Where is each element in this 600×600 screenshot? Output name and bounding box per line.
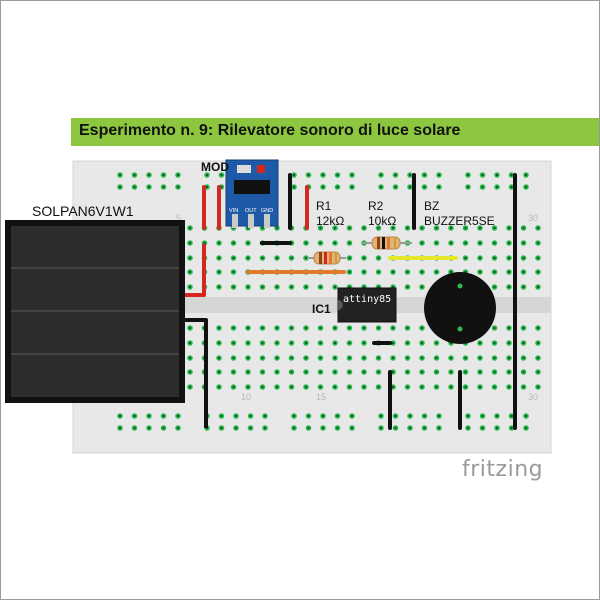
resistor-r1 [307,251,346,265]
title-banner: Esperimento n. 9: Rilevatore sonoro di l… [71,118,599,146]
r2-value-label: 10kΩ [368,214,396,228]
buzzer-body [424,272,496,344]
module-part-1 [237,165,251,173]
r2-ref-label: R2 [368,199,384,213]
column-number-15: 15 [316,392,326,402]
black-wire-panel [184,318,208,428]
module-led [257,165,265,173]
buzzer [424,272,496,344]
r1-value-label: 12kΩ [316,214,344,228]
wires [184,173,517,430]
solar-panel-label: SOLPAN6V1W1 [32,203,134,219]
ic-attiny85: attiny85 [337,287,397,323]
red-wire-panel [184,244,206,297]
buzzer-ref-label: BZ [424,199,439,213]
column-number-30-top: 30 [528,213,538,223]
buzzer-part-label: BUZZER5SE [424,214,495,228]
diagram-title: Esperimento n. 9: Rilevatore sonoro di l… [79,122,461,139]
column-number-10: 10 [241,392,251,402]
r1-ref-label: R1 [316,199,332,213]
module-pin-gnd: GND [261,208,273,214]
resistor-r2 [362,236,412,250]
solar-panel [5,220,185,403]
module-pin-out: OUT [245,208,257,214]
module-label: MOD [201,160,229,174]
column-number-5: 5 [176,213,181,223]
module-regulator [234,180,270,194]
ic-ref-label: IC1 [312,302,331,316]
voltage-module: VIN OUT GND [225,159,279,228]
fritzing-logo-text: fritzing [462,457,543,482]
column-number-30-bottom: 30 [528,392,538,402]
ic-body [337,287,397,323]
ic-part-label: attiny85 [343,294,391,305]
module-pin-vin: VIN [229,208,238,214]
